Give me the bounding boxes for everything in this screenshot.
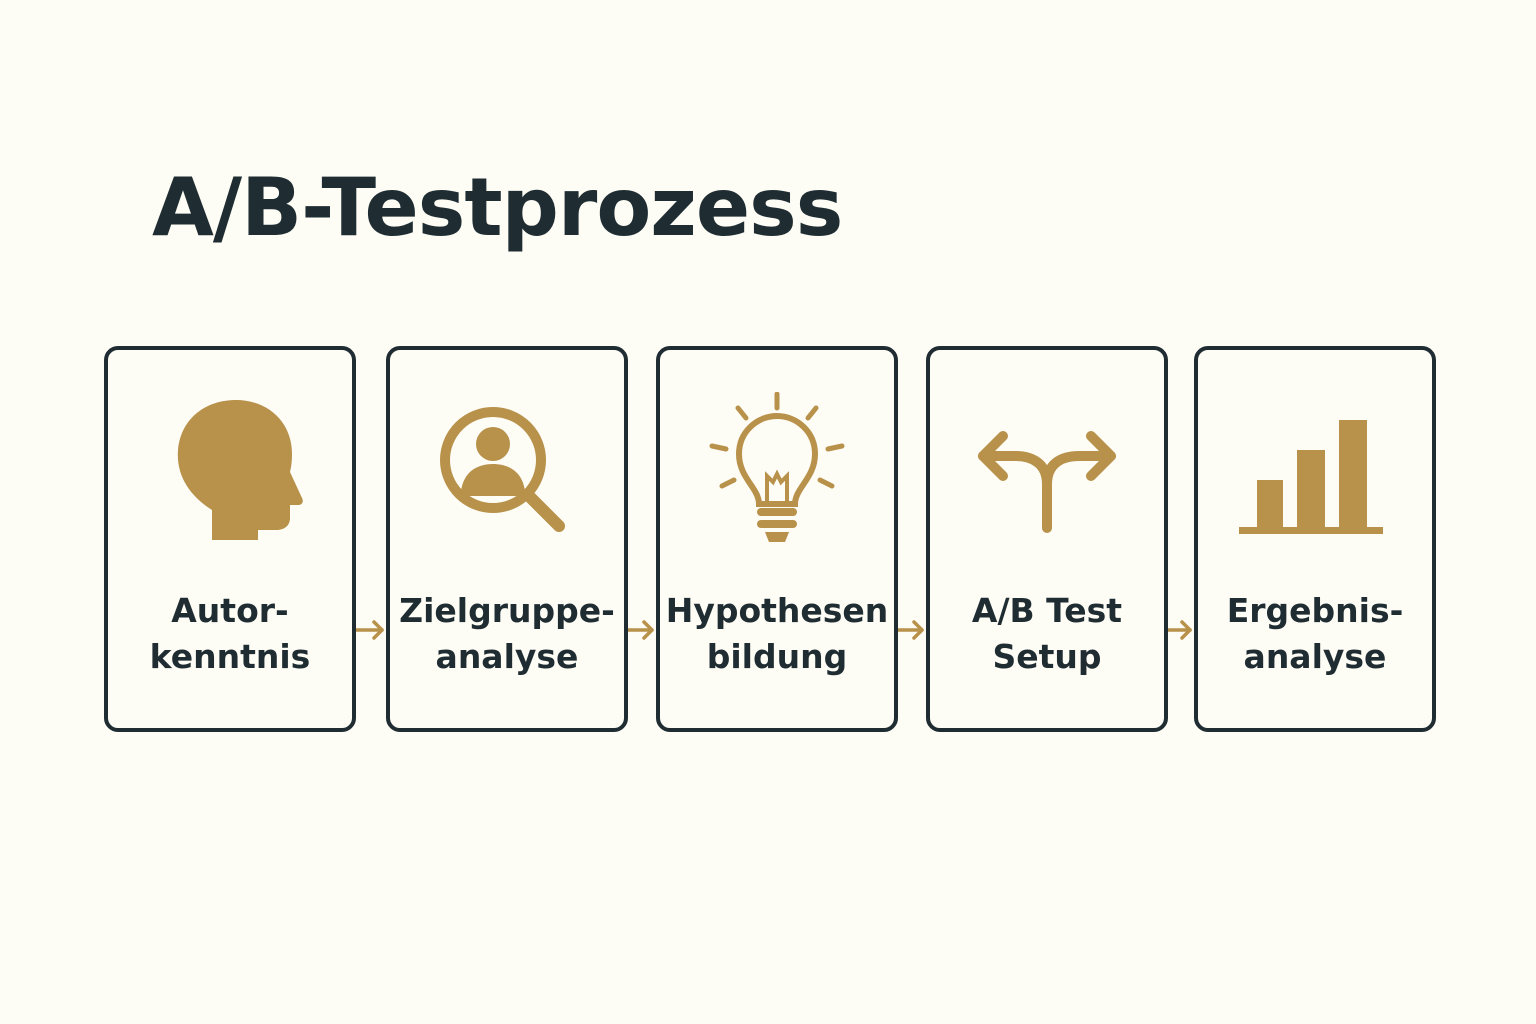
step-label-line-2: analyse	[1243, 637, 1387, 676]
arrow-right-icon	[356, 618, 386, 642]
step-label: Autor- kenntnis	[108, 588, 352, 680]
arrow-right-icon	[628, 618, 656, 642]
step-card-zielgruppeanalyse: Zielgruppe- analyse	[386, 346, 628, 732]
step-card-autorkenntnis: Autor- kenntnis	[104, 346, 356, 732]
bar-chart-icon	[1235, 392, 1395, 552]
arrow-right-icon	[1168, 618, 1194, 642]
step-card-ergebnisanalyse: Ergebnis- analyse	[1194, 346, 1436, 732]
step-label-line-1: Zielgruppe-	[399, 591, 615, 630]
step-card-hypothesenbildung: Hypothesen bildung	[656, 346, 898, 732]
page-title: A/B-Testprozess	[152, 161, 843, 254]
step-label-line-1: Autor-	[171, 591, 289, 630]
step-label-line-2: analyse	[435, 637, 579, 676]
step-label: A/B Test Setup	[930, 588, 1164, 680]
step-label: Zielgruppe- analyse	[390, 588, 624, 680]
step-card-ab-test-setup: A/B Test Setup	[926, 346, 1168, 732]
step-label-line-1: Ergebnis-	[1226, 591, 1404, 630]
step-label-line-2: bildung	[706, 637, 848, 676]
head-profile-icon	[150, 392, 310, 552]
arrow-right-icon	[898, 618, 926, 642]
step-label-line-2: Setup	[992, 637, 1102, 676]
step-label: Ergebnis- analyse	[1198, 588, 1432, 680]
step-label-line-1: Hypothesen	[665, 591, 889, 630]
magnifier-person-icon	[427, 392, 587, 552]
split-arrows-icon	[967, 392, 1127, 552]
step-label-line-2: kenntnis	[149, 637, 311, 676]
step-label: Hypothesen bildung	[660, 588, 894, 680]
step-label-line-1: A/B Test	[971, 591, 1123, 630]
lightbulb-icon	[697, 392, 857, 552]
